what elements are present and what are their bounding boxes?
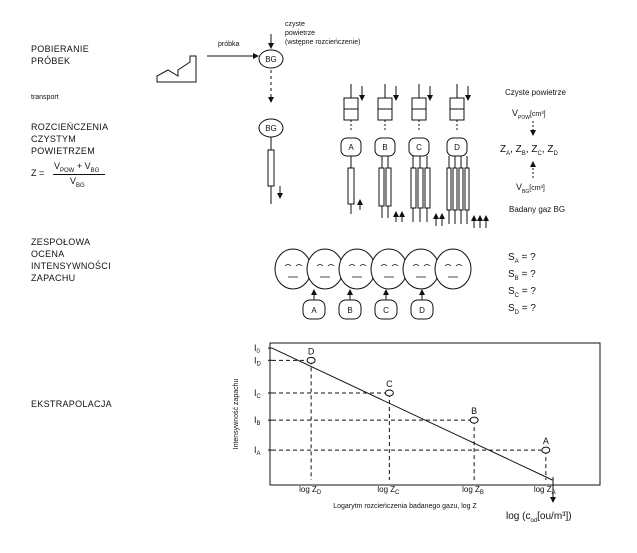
chart-xlabel: Logarytm rozcieńczenia badanego gazu, lo… xyxy=(333,503,477,510)
eval-sample-d: D xyxy=(419,306,425,315)
bg-bag-mid: BG xyxy=(258,118,284,204)
point-label-D: D xyxy=(308,346,315,356)
s-item-c: SC = ? xyxy=(508,286,536,299)
point-A xyxy=(541,446,551,454)
label-zesp-1: ZESPOŁOWA xyxy=(31,237,91,247)
y-tick-label-3: IB xyxy=(254,415,261,427)
label-v-pow: VPOW[cm³] xyxy=(512,108,546,121)
label-rozc-1: ROZCIEŃCZENIA xyxy=(31,122,109,132)
dilution-bag-d: D xyxy=(454,143,460,152)
label-zesp-2: OCENA xyxy=(31,249,65,259)
eval-sample-b: B xyxy=(347,306,352,315)
point-B xyxy=(469,416,479,424)
label-clean-air-2: powietrze xyxy=(285,30,315,37)
point-label-C: C xyxy=(386,379,393,389)
dilution-bag-c: C xyxy=(416,143,422,152)
factory-icon xyxy=(156,55,197,83)
formula-numerator: VPOW + VBG xyxy=(54,161,100,174)
label-clean-air-1: czyste xyxy=(285,21,305,28)
bg-bag-top-label: BG xyxy=(265,55,277,64)
y-tick-label-4: IA xyxy=(254,445,261,457)
chart-ylabel: Intensywność zapachu xyxy=(233,378,240,449)
s-item-b: SB = ? xyxy=(508,269,536,282)
s-item-a: SA = ? xyxy=(508,252,536,265)
label-ekstrapolacja: EKSTRAPOLACJA xyxy=(31,399,112,409)
label-rozc-2: CZYSTYM xyxy=(31,134,77,144)
y-tick-label-2: IC xyxy=(254,388,262,400)
label-clean-air-3: (wstępne rozcieńczenie) xyxy=(285,39,361,46)
label-badany-gaz: Badany gaz BG xyxy=(509,205,566,214)
y-tick-label-1: ID xyxy=(254,355,262,367)
point-label-B: B xyxy=(471,406,477,416)
eval-sample-c: C xyxy=(383,306,389,315)
x-tick-label-0: log ZD xyxy=(299,485,322,496)
x-tick-label-1: log ZC xyxy=(377,485,400,496)
dilution-bag-a: A xyxy=(348,143,354,152)
label-probka: próbka xyxy=(218,41,240,48)
chart-x-note: log (cod[ou/m³]) xyxy=(506,511,572,524)
dilution-columns xyxy=(340,84,489,228)
dilution-bag-b: B xyxy=(382,143,387,152)
point-label-A: A xyxy=(543,436,549,446)
panel-faces xyxy=(274,248,472,290)
y-tick-label-0: I0 xyxy=(254,343,261,355)
label-pobieranie-2: PRÓBEK xyxy=(31,56,71,66)
formula-denominator: VBG xyxy=(70,176,85,189)
s-item-d: SD = ? xyxy=(508,303,536,316)
point-D xyxy=(306,356,316,364)
label-zesp-4: ZAPACHU xyxy=(31,273,76,283)
chart-frame xyxy=(269,342,601,486)
label-clean-air-right: Czyste powietrze xyxy=(505,88,566,97)
eval-sample-a: A xyxy=(311,306,317,315)
label-v-bg: VBG[cm³] xyxy=(516,182,545,195)
x-tick-label-3: log ZA xyxy=(534,485,556,496)
evaluation-samples xyxy=(302,289,434,320)
label-pobieranie-1: POBIERANIE xyxy=(31,44,90,54)
label-z-list: ZA, ZB, ZC, ZD xyxy=(500,144,558,157)
label-rozc-3: POWIETRZEM xyxy=(31,146,95,156)
formula-fraction-bar xyxy=(53,174,105,175)
bg-bag-mid-label: BG xyxy=(265,124,277,133)
label-zesp-3: INTENSYWNOŚCI xyxy=(31,261,111,271)
bg-bag-top: BG xyxy=(258,49,284,69)
x-tick-label-2: log ZB xyxy=(462,485,484,496)
point-C xyxy=(384,389,394,397)
formula-z: Z = xyxy=(31,168,45,178)
extrapolation-line xyxy=(271,347,553,481)
label-transport: transport xyxy=(31,94,59,101)
